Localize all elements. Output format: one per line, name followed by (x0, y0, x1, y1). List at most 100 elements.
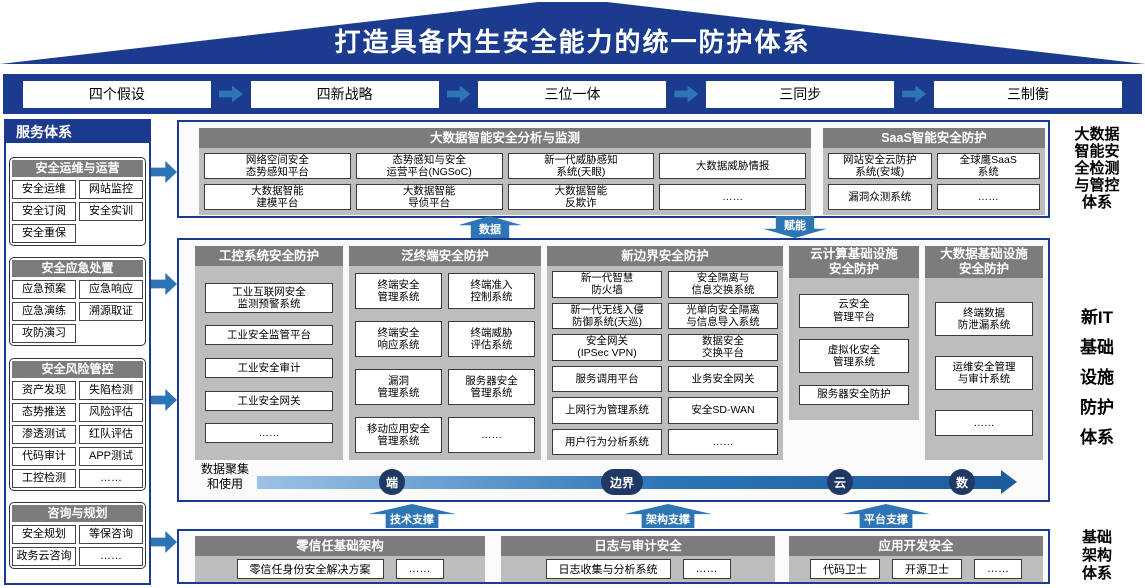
arrow-label: 数据 (479, 224, 501, 236)
strategy-bar: 四个假设 四新战略 三位一体 三同步 三制衡 (3, 74, 1142, 114)
panel-items: 零信任身份安全解决方案 …… (195, 556, 485, 582)
product-box: 工业互联网安全 监测预警系统 (205, 282, 333, 313)
arrow-label: 平台支撑 (864, 514, 908, 526)
panel-saas-protection: SaaS智能安全防护 网站安全云防护 系统(安域) 全球鹰SaaS 系统 漏洞众… (823, 128, 1045, 216)
product-box: 安全网关 (IPSec VPN) (552, 334, 662, 361)
product-box: 新一代无线入侵 防御系统(天巡) (552, 302, 662, 329)
panel-title: 新边界安全防护 (547, 246, 783, 266)
panel-appdev-security: 应用开发安全 代码卫士 开源卫士 …… (789, 536, 1043, 582)
panel-ics-security: 工控系统安全防护 工业互联网安全 监测预警系统 工业安全监管平台 工业安全审计 … (195, 246, 343, 460)
panel-title: SaaS智能安全防护 (823, 128, 1045, 148)
service-item: …… (79, 547, 143, 567)
product-box: 态势感知与安全 运营平台(NGSoC) (355, 153, 503, 180)
service-item: 等保咨询 (79, 525, 143, 545)
empower-down-arrow: 赋能 (763, 216, 827, 238)
section-items: 应急预案 应急响应 应急演练 溯源取证 攻防演习 (12, 280, 143, 344)
system-label-infrastructure: 基础 架构 体系 (1081, 529, 1112, 582)
flow-node-data: 数 (949, 469, 975, 495)
product-box: 运维安全管理 与审计系统 (935, 356, 1033, 390)
product-box: 用户行为分析系统 (552, 428, 662, 455)
product-box: 移动应用安全 管理系统 (355, 417, 442, 453)
panel-cloud-security: 云计算基础设施 安全防护 云安全 管理平台 虚拟化安全 管理系统 服务器安全防护 (789, 246, 919, 420)
service-item: 渗透测试 (12, 424, 76, 444)
product-box: 安全SD-WAN (668, 397, 778, 424)
product-box: …… (205, 423, 333, 444)
product-box: 终端安全 响应系统 (355, 321, 442, 357)
product-box: 日志收集与分析系统 (545, 559, 671, 579)
service-item: 红队评估 (79, 424, 143, 444)
product-box: 大数据智能 建模平台 (204, 184, 351, 211)
strategy-item: 三位一体 (478, 80, 667, 108)
service-flow-arrow-icon (151, 531, 177, 553)
product-box: 代码卫士 (810, 559, 880, 579)
product-box: …… (974, 559, 1022, 579)
strategy-item: 四新战略 (250, 80, 439, 108)
strategy-item: 三同步 (706, 80, 895, 108)
service-item: 资产发现 (12, 380, 76, 400)
service-item: 失陷检测 (79, 380, 143, 400)
product-box: 上网行为管理系统 (552, 397, 662, 424)
product-box: 服务调用平台 (552, 365, 662, 392)
service-item: 溯源取证 (79, 302, 143, 322)
service-item: 网站监控 (79, 179, 143, 199)
it-infrastructure-band: 工控系统安全防护 工业互联网安全 监测预警系统 工业安全监管平台 工业安全审计 … (177, 238, 1050, 502)
section-security-operations: 安全运维与运营 安全运维 网站监控 安全订阅 安全实训 安全重保 (9, 156, 146, 246)
service-item: 安全运维 (12, 179, 76, 199)
flow-node-cloud: 云 (827, 469, 853, 495)
product-box: 大数据智能 导侦平台 (355, 184, 503, 211)
architecture-support-arrow: 架构支撑 (624, 504, 712, 528)
service-item: 应急预案 (12, 280, 76, 300)
panel-title: 泛终端安全防护 (349, 246, 541, 266)
product-box: 终端威胁 评估系统 (448, 321, 535, 357)
panel-items: 终端安全 管理系统 终端准入 控制系统 终端安全 响应系统 终端威胁 评估系统 … (349, 266, 541, 460)
product-box: 安全隔离与 信息交换系统 (668, 271, 778, 298)
service-item: 风险评估 (79, 402, 143, 422)
strategy-item: 四个假设 (22, 80, 211, 108)
right-arrow-icon (218, 85, 243, 103)
product-box: 工业安全网关 (205, 390, 333, 411)
panel-title: 零信任基础架构 (195, 536, 485, 556)
section-header: 咨询与规划 (12, 505, 143, 523)
product-box: 新一代威胁感知 系统(天眼) (507, 153, 655, 180)
product-box: …… (935, 410, 1033, 436)
right-arrow-icon (446, 85, 471, 103)
strategy-item: 三制衡 (934, 80, 1123, 108)
sidebar-title: 服务体系 (6, 121, 149, 143)
panel-title: 工控系统安全防护 (195, 246, 343, 266)
section-risk-management: 安全风险管控 资产发现 失陷检测 态势推送 风险评估 渗透测试 红队评估 代码审… (9, 357, 146, 491)
service-item: 政务云咨询 (12, 547, 76, 567)
section-header: 安全风险管控 (12, 360, 143, 378)
panel-title: 大数据基础设施 安全防护 (925, 246, 1043, 278)
panel-items: 终端数据 防泄漏系统 运维安全管理 与审计系统 …… (925, 278, 1043, 460)
product-box: 网站安全云防护 系统(安域) (828, 153, 932, 180)
product-box: 零信任身份安全解决方案 (236, 559, 384, 579)
section-consulting-planning: 咨询与规划 安全规划 等保咨询 政务云咨询 …… (9, 502, 146, 570)
product-box: 新一代智慧 防火墙 (552, 271, 662, 298)
section-items: 安全运维 网站监控 安全订阅 安全实训 安全重保 (12, 179, 143, 243)
diagram-title: 打造具备内生安全能力的统一防护体系 (334, 27, 811, 57)
product-box: 工业安全审计 (205, 357, 333, 378)
panel-zero-trust: 零信任基础架构 零信任身份安全解决方案 …… (195, 536, 485, 582)
service-item: 应急演练 (12, 302, 76, 322)
product-box: …… (659, 184, 806, 211)
service-item: 安全规划 (12, 525, 76, 545)
panel-bigdata-analysis: 大数据智能安全分析与监测 网络空间安全 态势感知平台 态势感知与安全 运营平台(… (199, 128, 811, 216)
product-box: 全球鹰SaaS 系统 (936, 153, 1040, 180)
system-label-it-infra: 新IT 基础 设施 防护 体系 (1080, 308, 1114, 447)
product-box: …… (448, 417, 535, 453)
panel-items: 网站安全云防护 系统(安域) 全球鹰SaaS 系统 漏洞众测系统 …… (823, 148, 1045, 216)
panel-title: 日志与审计安全 (501, 536, 775, 556)
panel-items: 代码卫士 开源卫士 …… (789, 556, 1043, 582)
panel-items: 新一代智慧 防火墙 安全隔离与 信息交换系统 新一代无线入侵 防御系统(天巡) … (547, 266, 783, 460)
product-box: 光单向安全隔离 与信息导入系统 (668, 302, 778, 329)
panel-title: 云计算基础设施 安全防护 (789, 246, 919, 278)
data-up-arrow: 数据 (458, 216, 522, 238)
arrow-label: 技术支撑 (390, 514, 434, 526)
product-box: 虚拟化安全 管理系统 (799, 339, 909, 373)
service-item: 代码审计 (12, 446, 76, 466)
service-item: …… (79, 468, 143, 488)
product-box: 终端数据 防泄漏系统 (935, 302, 1033, 336)
product-box: 终端安全 管理系统 (355, 273, 442, 309)
flow-node-boundary: 边界 (601, 469, 643, 495)
panel-log-audit: 日志与审计安全 日志收集与分析系统 …… (501, 536, 775, 582)
